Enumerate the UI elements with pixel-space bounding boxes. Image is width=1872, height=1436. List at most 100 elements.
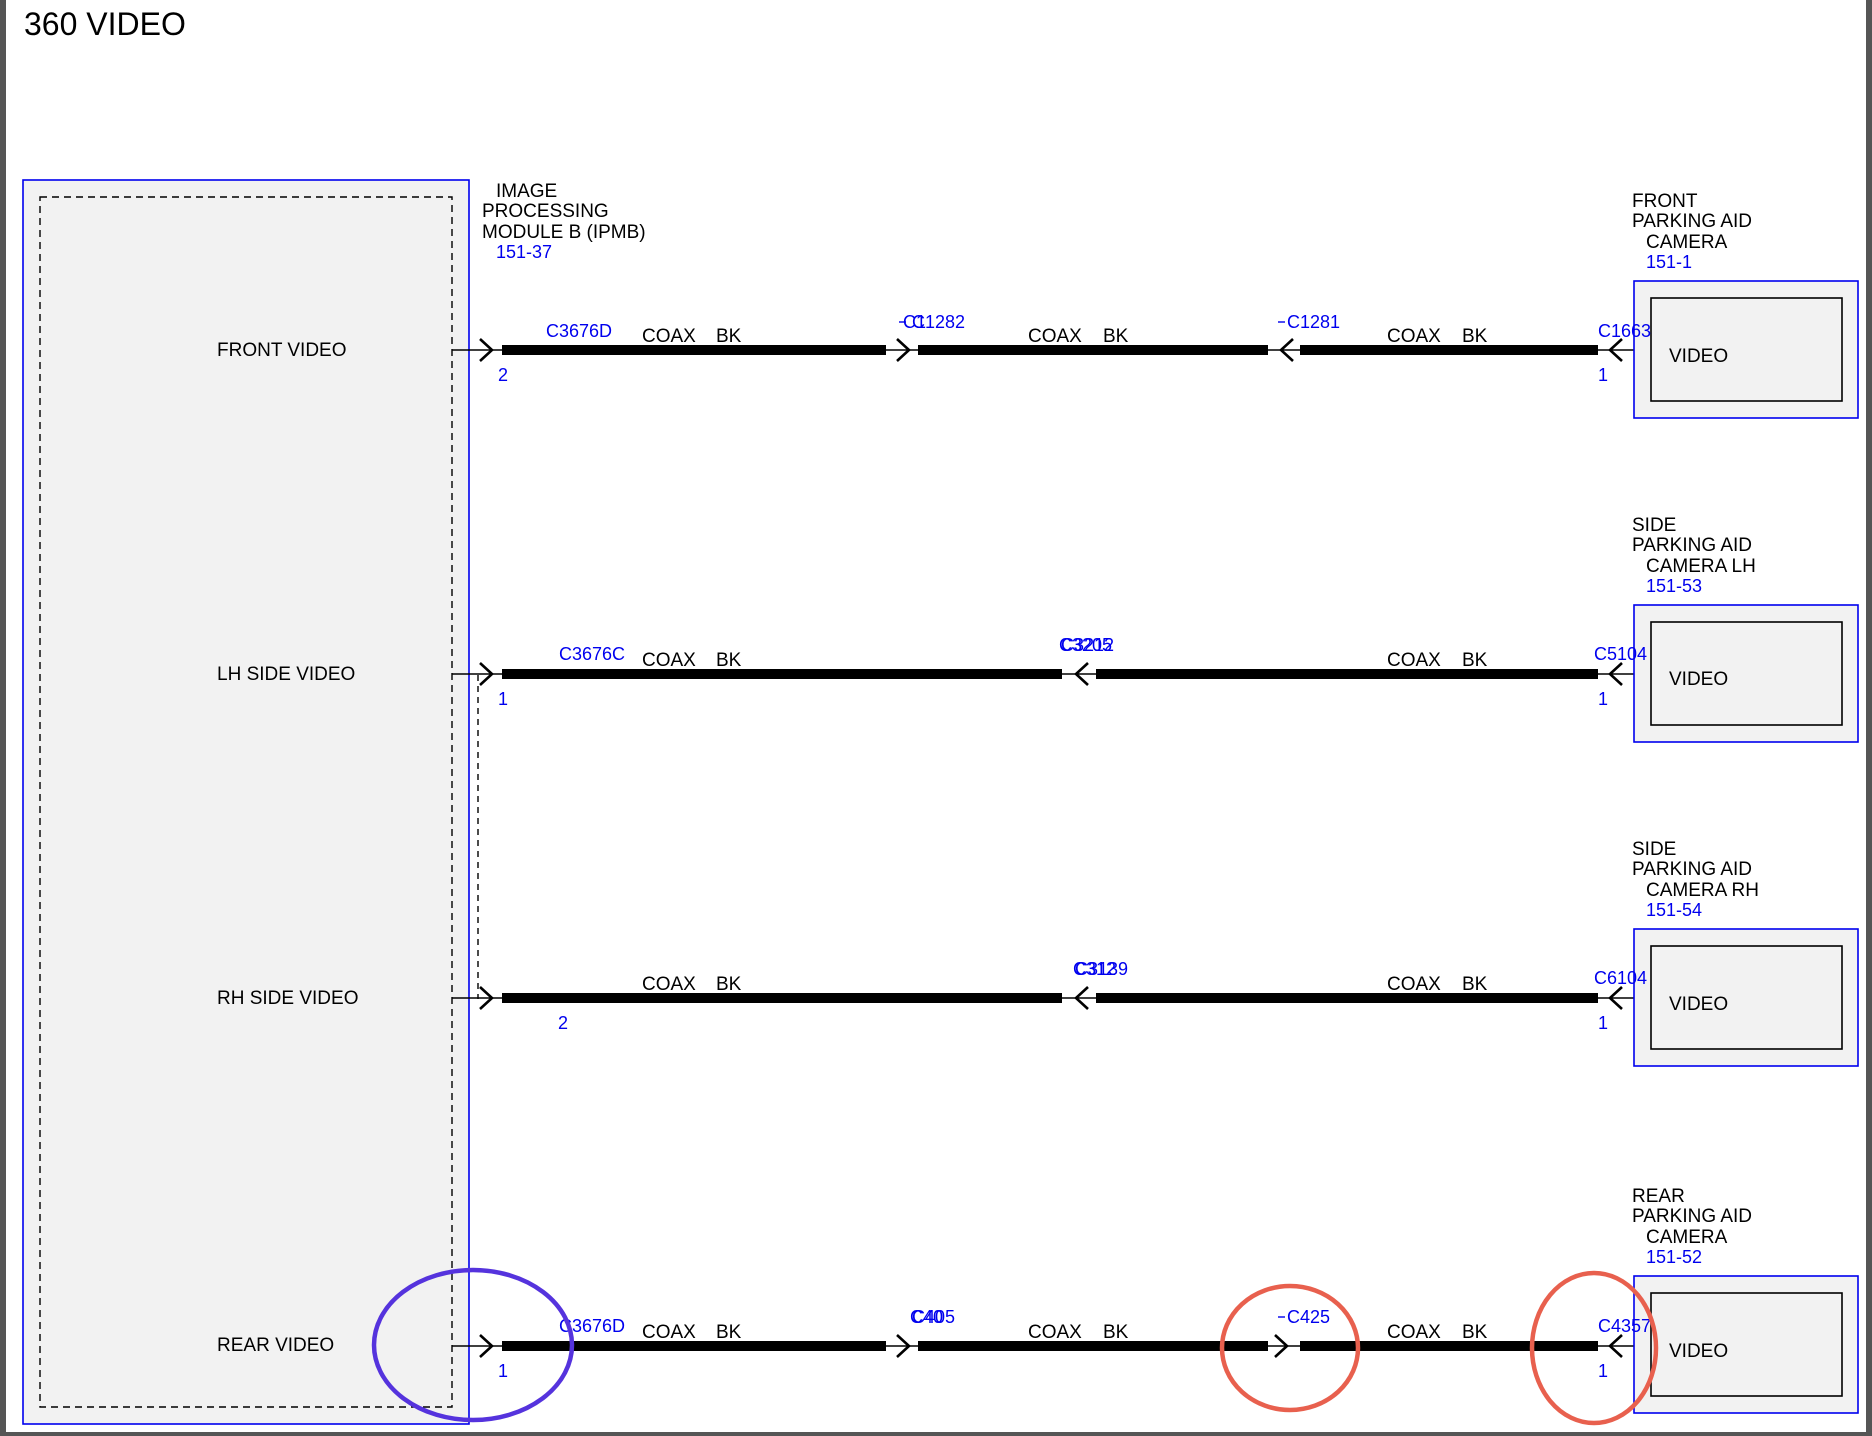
frame-right-edge	[1866, 0, 1872, 1436]
wire-color-label: BK	[1103, 326, 1129, 347]
wire-row-front	[452, 338, 1652, 362]
wire-color-label: BK	[1462, 1322, 1488, 1343]
camera-connector-rear: C4357	[1598, 1316, 1651, 1336]
inline-connector-overlap-label: C312	[1073, 959, 1116, 979]
wire-type-label: COAX	[1387, 326, 1441, 347]
module-name-line-3: MODULE B (IPMB)	[482, 222, 646, 243]
camera-connector-rh: C6104	[1594, 968, 1647, 988]
module-inner-dashed-box	[39, 196, 453, 1408]
module-pin-rear: 1	[498, 1361, 508, 1381]
connector-arrow	[479, 662, 494, 686]
connector-arrow	[1608, 986, 1623, 1010]
camera-front[interactable]	[1633, 280, 1859, 419]
wire-type-label: COAX	[642, 650, 696, 671]
camera-ref-front: 151-1	[1646, 252, 1692, 272]
wire-color-label: BK	[1103, 1322, 1129, 1343]
camera-pin-front: 1	[1598, 365, 1608, 385]
camera-name-lh-1: SIDE	[1632, 515, 1676, 536]
connector-arrow	[896, 1334, 911, 1358]
connector-arrow	[1608, 338, 1623, 362]
wire-color-label: BK	[1462, 974, 1488, 995]
camera-name-lh-2: PARKING AID	[1632, 535, 1752, 556]
wire-color-label: BK	[1462, 326, 1488, 347]
wire-color-label: BK	[716, 974, 742, 995]
camera-pin-rear: 1	[1598, 1361, 1608, 1381]
camera-ref-rear: 151-52	[1646, 1247, 1702, 1267]
module-pin-lh: 1	[498, 689, 508, 709]
module-name-line-1: IMAGE	[496, 181, 557, 202]
wire-color-label: BK	[716, 650, 742, 671]
annotation-ellipse-purple	[371, 1267, 575, 1423]
wire-row-lh	[452, 662, 1652, 686]
inline-connector-overlap-label: C3212	[1061, 635, 1114, 655]
camera-ref-lh: 151-53	[1646, 576, 1702, 596]
wire-color-label: BK	[1462, 650, 1488, 671]
wire-type-label: COAX	[642, 974, 696, 995]
wire-row-rh	[452, 986, 1652, 1010]
camera-name-front-3: CAMERA	[1646, 232, 1728, 253]
module-connector-label-front: C3676D	[546, 321, 612, 341]
camera-name-rh-1: SIDE	[1632, 839, 1676, 860]
connector-arrow	[1279, 338, 1294, 362]
camera-name-rh-2: PARKING AID	[1632, 859, 1752, 880]
inline-connector-label: C1282	[912, 312, 965, 332]
signal-label-rh: RH SIDE VIDEO	[217, 988, 358, 1009]
module-connector-label-lh: C3676C	[559, 644, 625, 664]
wire-type-label: COAX	[1028, 1322, 1082, 1343]
wire-color-label: BK	[716, 326, 742, 347]
camera-inner-box	[1650, 621, 1843, 726]
module-name-line-2: PROCESSING	[482, 201, 609, 222]
wire-type-label: COAX	[642, 1322, 696, 1343]
camera-connector-lh: C5104	[1594, 644, 1647, 664]
module-outer-box	[22, 179, 470, 1425]
connector-arrow	[1608, 1334, 1623, 1358]
annotation-ellipse-red	[1529, 1270, 1659, 1426]
camera-rear[interactable]	[1633, 1275, 1859, 1414]
inline-connector-label: C405	[912, 1307, 955, 1327]
camera-terminal-lh: VIDEO	[1669, 669, 1728, 690]
camera-inner-box	[1650, 1292, 1843, 1397]
camera-name-front-2: PARKING AID	[1632, 211, 1752, 232]
camera-terminal-front: VIDEO	[1669, 346, 1728, 367]
wire-type-label: COAX	[1387, 974, 1441, 995]
signal-label-lh: LH SIDE VIDEO	[217, 664, 355, 685]
camera-rh[interactable]	[1633, 928, 1859, 1067]
module-ref: 151-37	[496, 242, 552, 262]
connector-arrow	[1074, 662, 1089, 686]
wire-type-label: COAX	[642, 326, 696, 347]
frame-bottom-edge	[0, 1432, 1872, 1436]
connector-arrow	[479, 986, 494, 1010]
camera-terminal-rh: VIDEO	[1669, 994, 1728, 1015]
camera-name-rear-3: CAMERA	[1646, 1227, 1728, 1248]
connector-arrow	[1608, 662, 1623, 686]
camera-terminal-rear: VIDEO	[1669, 1341, 1728, 1362]
camera-connector-front: C1663	[1598, 321, 1651, 341]
frame-left-edge	[0, 0, 6, 1436]
page-title: 360 VIDEO	[24, 6, 186, 42]
inline-connector-overlap-label: C1	[903, 312, 926, 332]
wire-type-label: COAX	[1028, 326, 1082, 347]
connector-arrow	[479, 338, 494, 362]
camera-pin-lh: 1	[1598, 689, 1608, 709]
camera-lh[interactable]	[1633, 604, 1859, 743]
module-pin-front: 2	[498, 365, 508, 385]
inline-connector-label: C425	[1287, 1307, 1330, 1327]
inline-connector-label: C3205	[1059, 635, 1112, 655]
module-pin-rh: 2	[558, 1013, 568, 1033]
wire-color-label: BK	[716, 1322, 742, 1343]
connector-arrow	[479, 1334, 494, 1358]
inline-connector-label: C3139	[1075, 959, 1128, 979]
camera-name-lh-3: CAMERA LH	[1646, 556, 1756, 577]
ipmb-module[interactable]	[22, 179, 470, 1425]
camera-name-rh-3: CAMERA RH	[1646, 880, 1759, 901]
wire-type-label: COAX	[1387, 650, 1441, 671]
connector-arrow	[896, 338, 911, 362]
connector-arrow	[1274, 1334, 1289, 1358]
camera-pin-rh: 1	[1598, 1013, 1608, 1033]
inline-connector-overlap-label: C40	[910, 1307, 943, 1327]
camera-name-rear-1: REAR	[1632, 1186, 1685, 1207]
wire-type-label: COAX	[1387, 1322, 1441, 1343]
connector-arrow	[1074, 986, 1089, 1010]
module-connector-label-rear: C3676D	[559, 1316, 625, 1336]
